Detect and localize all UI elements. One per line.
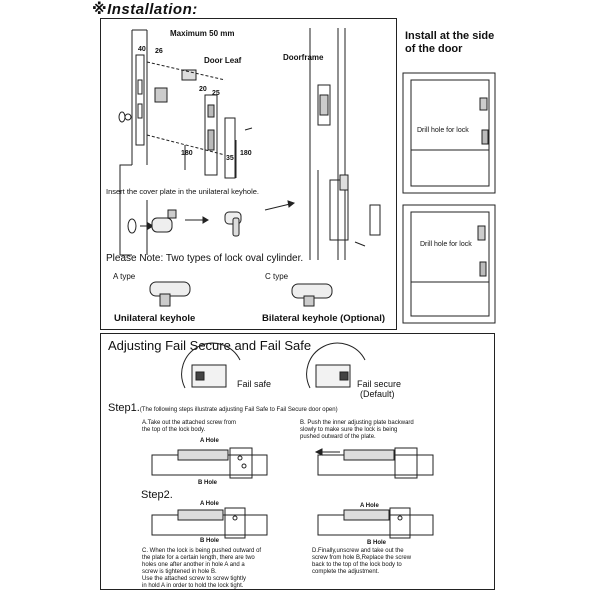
step-a-text: A.Take out the attached screw from the t… xyxy=(142,420,237,433)
step1-desc: (The following steps illustrate adjustin… xyxy=(139,407,338,413)
step1-heading: Step1.(The following steps illustrate ad… xyxy=(108,402,338,414)
dim-40: 40 xyxy=(138,46,146,53)
adjust-title: Adjusting Fail Secure and Fail Safe xyxy=(108,338,312,353)
unilateral-caption: Unilateral keyhole xyxy=(114,313,196,324)
page-title: ※Installation: xyxy=(92,1,198,18)
dim-20: 20 xyxy=(199,86,207,93)
fail-safe-label: Fail safe xyxy=(237,379,272,389)
drill-label-2: Drill hole for lock xyxy=(420,241,472,248)
side-title: Install at the side of the door xyxy=(405,30,494,56)
drill-label-1: Drill hole for lock xyxy=(417,127,469,134)
dim-180a: 180 xyxy=(181,150,193,157)
dim-26: 26 xyxy=(155,48,163,55)
a-hole-3: A Hole xyxy=(360,503,379,509)
side-title-line1: Install at the side xyxy=(405,30,495,42)
step1-label: Step1. xyxy=(108,402,140,414)
step2-label: Step2. xyxy=(141,489,173,501)
dim-25: 25 xyxy=(212,90,220,97)
a-type-label: A type xyxy=(113,272,136,281)
a-hole-2: A Hole xyxy=(200,501,219,507)
adjust-panel xyxy=(100,333,495,590)
step-d-text: D.Finally,unscrew and take out the screw… xyxy=(312,548,412,575)
fail-secure-label: Fail secure xyxy=(357,379,402,389)
max-label: Maximum 50 mm xyxy=(170,29,235,38)
b-hole-3: B Hole xyxy=(367,540,387,546)
doorframe-label: Doorframe xyxy=(283,53,324,62)
cylinder-note: Please Note: Two types of lock oval cyli… xyxy=(106,253,304,264)
b-hole-2: B Hole xyxy=(200,538,220,544)
default-label: (Default) xyxy=(360,389,395,399)
installation-panel xyxy=(100,18,397,330)
c-type-label: C type xyxy=(265,272,289,281)
door-leaf-label: Door Leaf xyxy=(204,56,242,65)
bilateral-caption: Bilateral keyhole (Optional) xyxy=(262,313,385,324)
insert-instruction: Insert the cover plate in the unilateral… xyxy=(106,187,260,196)
dim-35: 35 xyxy=(226,155,234,162)
a-hole-1: A Hole xyxy=(200,438,219,444)
step-b-text: B. Push the inner adjusting plate backwa… xyxy=(300,420,414,440)
side-title-line2: of the door xyxy=(405,43,463,55)
dim-180b: 180 xyxy=(240,150,252,157)
b-hole-1: B Hole xyxy=(198,480,218,486)
step-c-text: C. When the lock is being pushed outward… xyxy=(142,548,262,589)
